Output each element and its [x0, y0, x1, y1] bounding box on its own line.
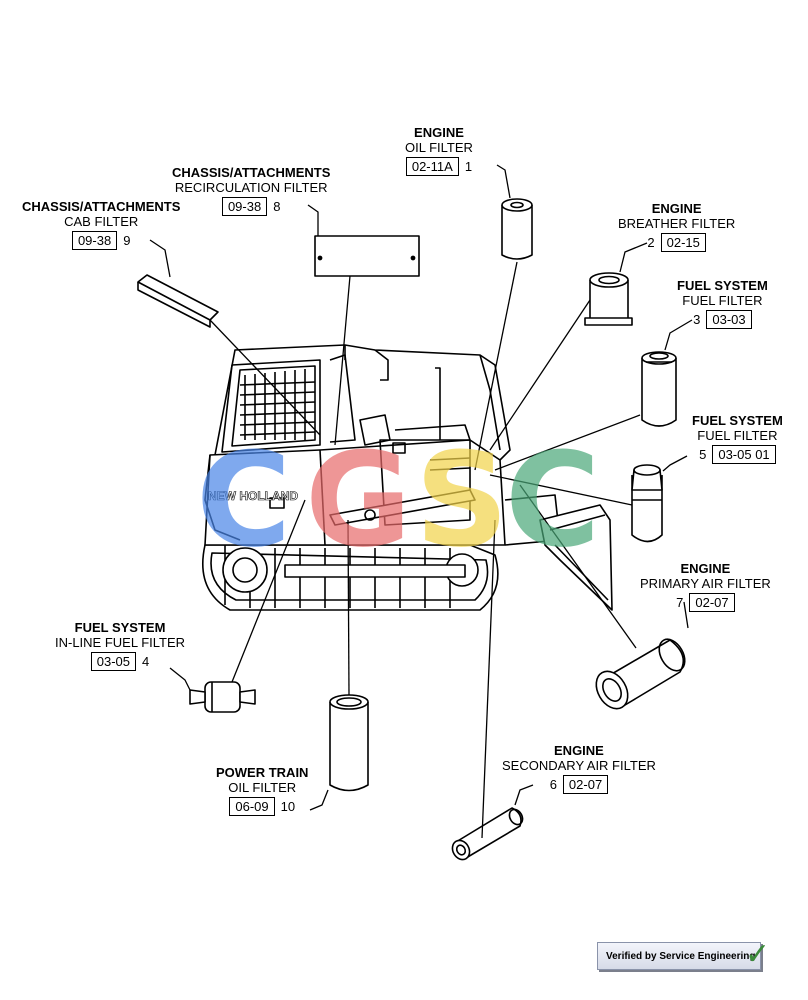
filter-2-breather-filter [584, 272, 633, 326]
watermark-letter-1: C [196, 424, 291, 576]
watermark-letter-3: S [415, 424, 509, 576]
item-number: 9 [123, 233, 131, 248]
watermark-letter-2: G [305, 424, 412, 576]
section-code: 02-07 [689, 593, 735, 612]
leader-lines [149, 164, 693, 839]
callout-system: FUEL SYSTEM [74, 620, 166, 635]
callout-name: PRIMARY AIR FILTER [640, 576, 771, 591]
section-code: 09-38 [71, 231, 118, 250]
callout-3: FUEL SYSTEM FUEL FILTER 3 03-03 [677, 278, 768, 329]
callout-7: ENGINE PRIMARY AIR FILTER 7 02-07 [640, 561, 771, 612]
item-number: 10 [280, 799, 296, 814]
filter-10-power-train-oil-filter [329, 694, 369, 792]
callout-1: ENGINE OIL FILTER 02-11A 1 [405, 125, 473, 176]
watermark-letter-4: C [505, 424, 600, 576]
callout-8: CHASSIS/ATTACHMENTS RECIRCULATION FILTER… [172, 165, 330, 216]
item-number: 3 [693, 312, 701, 327]
callout-5: FUEL SYSTEM FUEL FILTER 5 03-05 01 [692, 413, 783, 464]
section-code: 03-03 [706, 310, 752, 329]
filter-1-oil-filter [501, 198, 533, 260]
callout-system: ENGINE [651, 201, 702, 216]
callout-name: RECIRCULATION FILTER [174, 180, 328, 195]
item-number: 2 [647, 235, 655, 250]
filter-4-inline-fuel-filter [189, 681, 256, 713]
item-number: 1 [464, 159, 473, 174]
callout-system: POWER TRAIN [216, 765, 309, 780]
machine-brand-label: NEW HOLLAND [208, 489, 298, 503]
section-code: 09-38 [221, 197, 268, 216]
callout-system: ENGINE [680, 561, 731, 576]
item-number: 8 [273, 199, 281, 214]
item-number: 4 [142, 654, 150, 669]
item-number: 6 [549, 777, 557, 792]
watermark: C G S C [196, 424, 600, 576]
dozer-illustration [201, 344, 613, 611]
item-number: 7 [676, 595, 684, 610]
verified-badge-text: Verified by Service Engineering [606, 950, 756, 962]
section-code: 06-09 [229, 797, 275, 816]
section-code: 02-07 [562, 775, 609, 794]
filter-7-primary-air-filter [595, 638, 686, 710]
callout-system: ENGINE [414, 125, 464, 140]
checkmark-icon: ✓ [745, 938, 771, 971]
callout-name: FUEL FILTER [697, 428, 778, 443]
filter-5-fuel-filter [631, 464, 663, 543]
filter-3-fuel-filter [641, 351, 677, 427]
section-code: 02-15 [660, 233, 706, 252]
callout-name: OIL FILTER [405, 140, 473, 155]
verified-badge: Verified by Service Engineering [597, 942, 761, 970]
filter-8-recirculation-filter [314, 235, 420, 277]
callout-name: BREATHER FILTER [618, 216, 736, 231]
callout-system: FUEL SYSTEM [692, 413, 783, 428]
section-code: 03-05 [90, 652, 137, 671]
section-code: 02-11A [405, 157, 459, 176]
callout-9: CHASSIS/ATTACHMENTS CAB FILTER 09-38 9 [22, 199, 180, 250]
callout-system: CHASSIS/ATTACHMENTS [22, 199, 181, 214]
callout-name: SECONDARY AIR FILTER [502, 758, 656, 773]
callout-system: ENGINE [554, 743, 604, 758]
callout-name: FUEL FILTER [682, 293, 763, 308]
callout-name: CAB FILTER [64, 214, 139, 229]
callout-4: FUEL SYSTEM IN-LINE FUEL FILTER 03-05 4 [55, 620, 185, 671]
item-number: 5 [699, 447, 707, 462]
callout-name: OIL FILTER [228, 780, 297, 795]
callout-system: FUEL SYSTEM [677, 278, 768, 293]
callout-10: POWER TRAIN OIL FILTER 06-09 10 [216, 765, 308, 816]
callout-6: ENGINE SECONDARY AIR FILTER 6 02-07 [502, 743, 656, 794]
filter-6-secondary-air-filter [451, 807, 524, 861]
callout-name: IN-LINE FUEL FILTER [55, 635, 186, 650]
callout-2: ENGINE BREATHER FILTER 2 02-15 [618, 201, 735, 252]
callout-system: CHASSIS/ATTACHMENTS [172, 165, 331, 180]
filter-9-cab-filter [137, 274, 219, 328]
section-code: 03-05 01 [712, 445, 776, 464]
